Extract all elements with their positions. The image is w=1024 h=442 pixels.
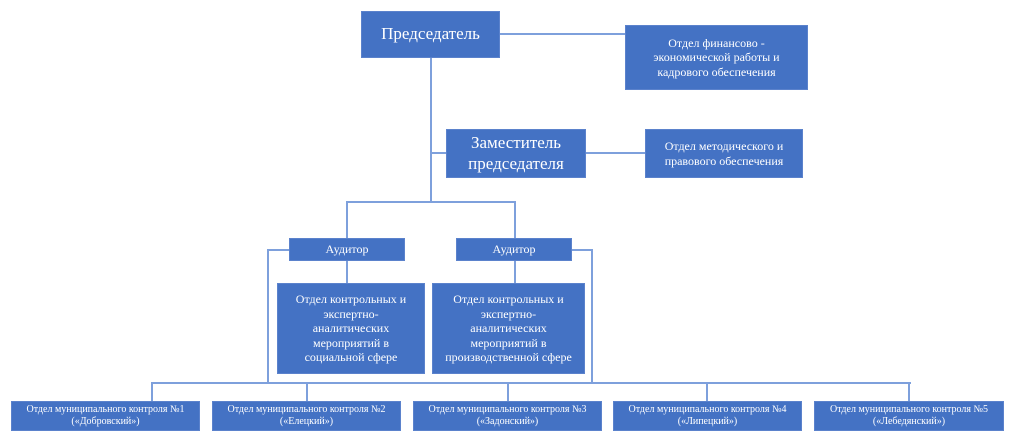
node-municipal-control-5: Отдел муниципального контроля №5 («Лебед… xyxy=(814,401,1004,431)
connector-auditor-left-dept xyxy=(346,261,348,283)
node-municipal-control-4: Отдел муниципального контроля №4 («Липец… xyxy=(613,401,802,431)
connector-mun1 xyxy=(151,382,153,402)
connector-auditor-right-outer xyxy=(572,249,593,251)
connector-deputy-method xyxy=(586,152,645,154)
node-chair: Председатель xyxy=(361,11,500,58)
connector-auditor-branch xyxy=(346,201,516,203)
node-dept-production-sphere: Отдел контрольных и экспертно- аналитиче… xyxy=(432,283,585,374)
connector-auditor-right-dept xyxy=(514,261,516,283)
node-municipal-control-1: Отдел муниципального контроля №1 («Добро… xyxy=(11,401,200,431)
connector-branch-auditor-left xyxy=(346,201,348,238)
connector-mun3 xyxy=(507,382,509,402)
node-dept-social-sphere: Отдел контрольных и экспертно- аналитиче… xyxy=(277,283,425,374)
connector-chair-finance xyxy=(500,33,625,35)
connector-mun4 xyxy=(706,382,708,402)
connector-auditor-left-outer xyxy=(267,249,289,251)
node-municipal-control-3: Отдел муниципального контроля №3 («Задон… xyxy=(413,401,602,431)
node-methodical-department: Отдел методического и правового обеспече… xyxy=(645,129,803,178)
connector-mun2 xyxy=(306,382,308,402)
node-deputy-chair: Заместитель председателя xyxy=(446,129,586,178)
connector-main-trunk xyxy=(430,58,432,203)
node-auditor-left: Аудитор xyxy=(289,238,405,261)
connector-left-outer-down xyxy=(267,249,269,384)
node-auditor-right: Аудитор xyxy=(456,238,572,261)
connector-trunk-deputy xyxy=(430,152,446,154)
connector-mun5 xyxy=(908,382,910,402)
connector-right-outer-down xyxy=(591,249,593,384)
connector-branch-auditor-right xyxy=(514,201,516,238)
node-finance-department: Отдел финансово - экономической работы и… xyxy=(625,25,808,90)
connector-municipal-bus xyxy=(151,382,911,384)
node-municipal-control-2: Отдел муниципального контроля №2 («Елецк… xyxy=(212,401,401,431)
